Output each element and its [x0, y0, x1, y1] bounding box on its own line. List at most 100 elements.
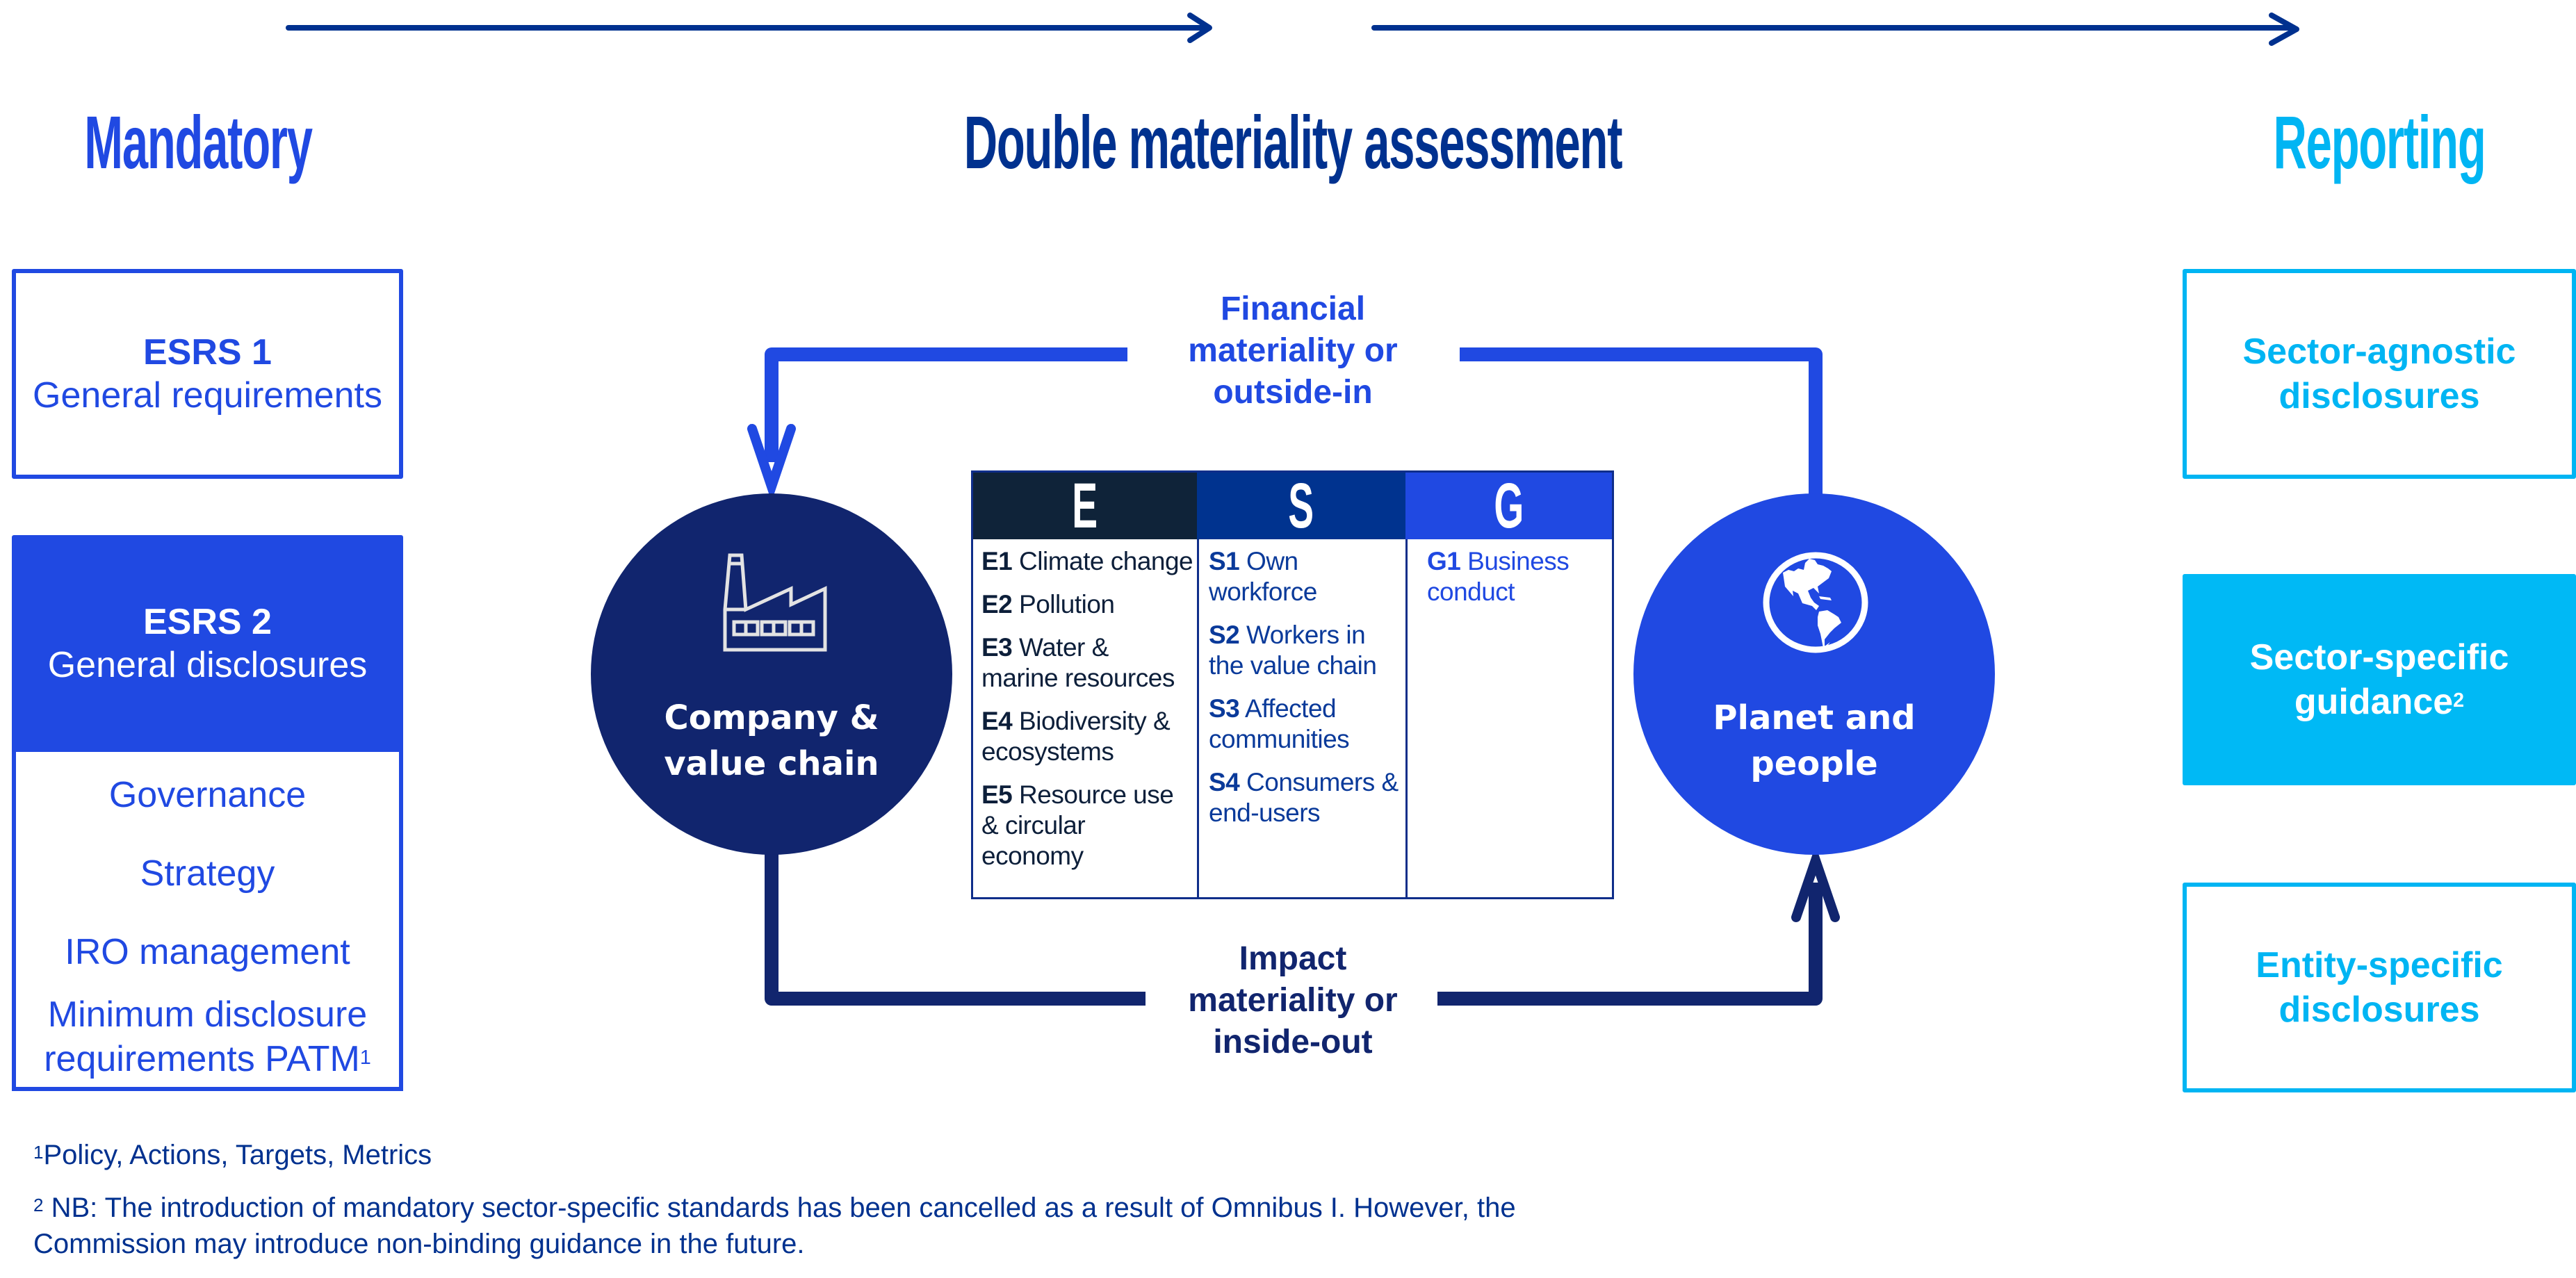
esg-item-e2: E2 Pollution [981, 589, 1197, 620]
esg-item-code: S1 [1209, 547, 1240, 575]
company-value-chain-label-line2: value chain [664, 744, 879, 783]
reporting-entity-specific-box: Entity-specific disclosures [2183, 883, 2576, 1092]
esg-item-text: Biodiversity & ecosystems [981, 707, 1171, 766]
reporting-sector-specific-line1: Sector-specific [2249, 637, 2509, 678]
esg-item-e4: E4 Biodiversity & ecosystems [981, 706, 1183, 767]
impact-materiality-label-line3: inside-out [1213, 1024, 1373, 1060]
financial-materiality-label-line1: Financial [1220, 290, 1366, 327]
esg-column-social: S1 Own workforce S2 Workers in the value… [1197, 539, 1405, 897]
financial-materiality-label-line2: materiality or [1188, 332, 1398, 369]
esg-item-code: E5 [981, 780, 1013, 809]
esg-header-social: S [1197, 470, 1405, 541]
esrs1-code: ESRS 1 [143, 332, 272, 372]
esrs1-box: ESRS 1 General requirements [12, 269, 403, 479]
financial-materiality-connector [747, 347, 1823, 502]
financial-materiality-label: Financial materiality or outside-in [1154, 288, 1432, 413]
esg-header-governance: G [1405, 470, 1612, 541]
impact-materiality-label: Impact materiality or inside-out [1154, 938, 1432, 1063]
esg-item-code: E2 [981, 590, 1013, 618]
esrs2-topic-governance: Governance [108, 775, 307, 815]
esg-item-text: Pollution [1019, 590, 1115, 618]
company-value-chain-label: Company & value chain [591, 695, 952, 787]
reporting-sector-agnostic-line1: Sector-agnostic [2242, 331, 2516, 372]
footnote-2-text-line2: Commission may introduce non-binding gui… [33, 1229, 805, 1259]
esg-item-code: S3 [1209, 694, 1240, 723]
company-value-chain-label-line1: Company & [664, 698, 879, 737]
reporting-sector-agnostic-box: Sector-agnostic disclosures [2183, 269, 2576, 479]
planet-people-node: Planet and people [1633, 493, 1995, 855]
esrs2-topic-iro-management: IRO management [65, 932, 350, 972]
esrs2-topic-minimum-disclosure-line2: requirements PATM1 [16, 1037, 399, 1081]
planet-people-label-line1: Planet and [1713, 698, 1916, 737]
esg-column-environmental: E1 Climate change E2 Pollution E3 Water … [973, 539, 1197, 897]
impact-materiality-connector [765, 845, 1840, 1006]
reporting-sector-specific-box: Sector-specific guidance2 [2183, 574, 2576, 785]
esg-item-text: Water & marine resources [981, 633, 1175, 692]
esg-item-e5: E5 Resource use & circular economy [981, 780, 1183, 871]
arrow-assessment-to-reporting [1371, 13, 2299, 46]
footnote-2-marker: 2 [33, 1195, 44, 1215]
planet-people-label: Planet and people [1633, 695, 1995, 787]
impact-materiality-label-line1: Impact [1239, 940, 1347, 977]
arrow-mandatory-to-assessment [286, 13, 1212, 43]
reporting-sector-specific-line2: guidance2 [2294, 680, 2464, 724]
esg-item-code: S4 [1209, 768, 1240, 796]
esg-column-governance: G1 Business conduct [1405, 539, 1612, 897]
esg-item-s3: S3 Affected communities [1209, 694, 1376, 755]
impact-materiality-label-line2: materiality or [1188, 982, 1398, 1019]
esg-item-text: Climate change [1019, 547, 1193, 575]
esg-item-text: Resource use & circular economy [981, 780, 1174, 870]
footnote-1-text: Policy, Actions, Targets, Metrics [43, 1140, 432, 1170]
planet-people-label-line2: people [1750, 744, 1878, 783]
financial-materiality-label-line3: outside-in [1213, 374, 1373, 411]
esg-item-text: Own workforce [1209, 547, 1317, 606]
esg-header-e-label: E [1072, 470, 1098, 541]
esg-item-code: G1 [1427, 547, 1461, 575]
esg-item-g1: G1 Business conduct [1427, 546, 1594, 607]
esrs2-code: ESRS 2 [143, 602, 272, 642]
footnote-1: 1Policy, Actions, Targets, Metrics [33, 1137, 432, 1173]
esg-standards-table: E S G E1 Climate change E2 Pollution E3 … [971, 470, 1614, 899]
reporting-sector-agnostic-line2: disclosures [2279, 376, 2480, 416]
esg-header-g-label: G [1494, 470, 1524, 541]
column-header-mandatory: Mandatory [84, 100, 313, 184]
esg-item-code: E3 [981, 633, 1013, 662]
esg-item-s2: S2 Workers in the value chain [1209, 620, 1396, 681]
esg-item-text: Consumers & end-users [1209, 768, 1399, 827]
reporting-entity-specific-line2: disclosures [2279, 990, 2480, 1030]
esg-item-text: Business conduct [1427, 547, 1570, 606]
footnote-1-marker: 1 [33, 1142, 44, 1163]
esg-item-code: E1 [981, 547, 1013, 575]
esrs2-topic-minimum-disclosure-line1: Minimum disclosure [47, 994, 368, 1035]
esg-item-s1: S1 Own workforce [1209, 546, 1348, 607]
footnote-ref-1[interactable]: 1 [359, 1047, 371, 1069]
esrs2-header: ESRS 2 General disclosures [12, 535, 403, 752]
column-header-double-materiality: Double materiality assessment [963, 100, 1623, 184]
esg-item-e1: E1 Climate change [981, 546, 1197, 577]
esrs2-box: ESRS 2 General disclosures Governance St… [12, 535, 403, 1091]
esg-item-e3: E3 Water & marine resources [981, 632, 1190, 694]
esrs1-title: General requirements [33, 375, 382, 416]
reporting-entity-specific-line1: Entity-specific [2256, 945, 2503, 985]
esg-item-text: Affected communities [1209, 694, 1350, 753]
esg-item-code: E4 [981, 707, 1013, 735]
esg-header-s-label: S [1288, 470, 1314, 541]
footnote-2: 2 NB: The introduction of mandatory sect… [33, 1190, 1516, 1262]
footnote-2-text-line1: NB: The introduction of mandatory sector… [51, 1193, 1516, 1223]
esg-item-text: Workers in the value chain [1209, 621, 1377, 680]
esrs2-title: General disclosures [47, 645, 368, 685]
esg-item-s4: S4 Consumers & end-users [1209, 767, 1410, 828]
esrs2-topics-list: Governance Strategy IRO management Minim… [12, 752, 403, 1091]
factory-icon [723, 553, 827, 652]
company-value-chain-node: Company & value chain [591, 493, 952, 855]
footnote-ref-2[interactable]: 2 [2453, 689, 2465, 712]
esg-item-code: S2 [1209, 621, 1240, 649]
esrs2-topic-strategy: Strategy [140, 853, 275, 894]
reporting-sector-specific-line2-text: guidance [2294, 682, 2454, 722]
globe-icon [1763, 552, 1868, 653]
esg-header-environmental: E [973, 470, 1197, 541]
footnote-2-line1: 2 NB: The introduction of mandatory sect… [33, 1190, 1516, 1226]
column-header-reporting: Reporting [2273, 100, 2486, 184]
esrs2-topic-minimum-disclosure: Minimum disclosure requirements PATM1 [16, 992, 399, 1081]
